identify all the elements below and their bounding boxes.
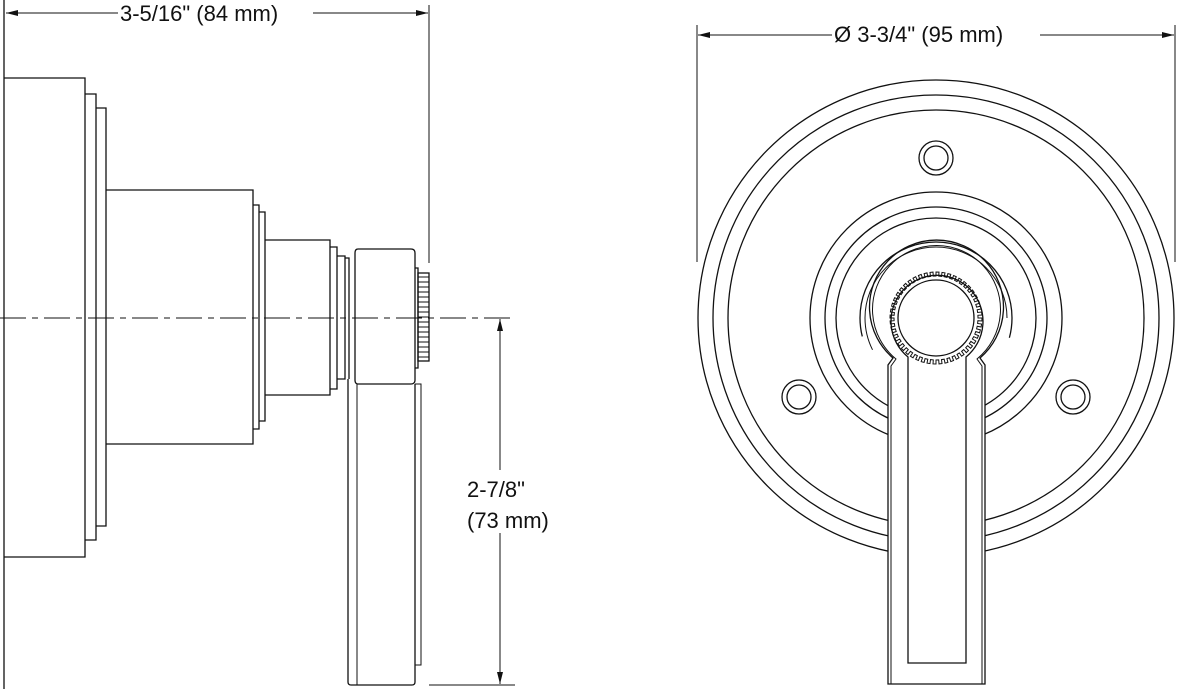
depth-dimension-label: 3-5/16" (84 mm) [120, 1, 278, 26]
lever-length-label-metric: (73 mm) [467, 508, 549, 533]
spline-teeth [889, 271, 983, 365]
screw-hole-top [918, 140, 954, 176]
screw-hole-right [1055, 379, 1091, 415]
lever-handle-front [859, 219, 1013, 685]
lever-length-label-imperial: 2-7/8" [467, 477, 525, 502]
front-view: Ø 3-3/4" (95 mm) [696, 22, 1176, 685]
spline-teeth-outline [889, 271, 983, 365]
screw-hole-left [781, 379, 817, 415]
side-view: 3-5/16" (84 mm) 2-7/8" (73 mm) [0, 0, 549, 689]
stem-bore [897, 279, 975, 357]
lever-handle-side [347, 248, 430, 686]
escutcheon-body [4, 77, 350, 558]
diameter-dimension-label: Ø 3-3/4" (95 mm) [834, 22, 1003, 47]
